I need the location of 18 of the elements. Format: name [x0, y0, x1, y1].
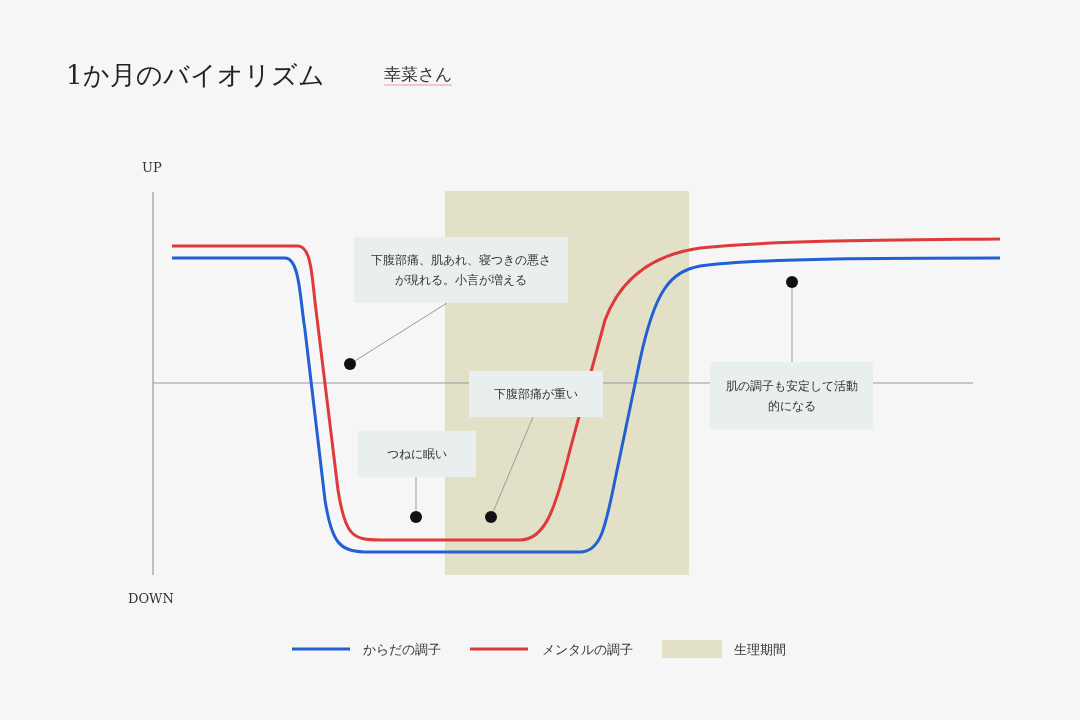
leader-line: [415, 476, 417, 512]
subtitle: 幸菜さん: [384, 64, 452, 86]
legend-label: からだの調子: [363, 641, 441, 659]
callout-box: 下腹部痛が重い: [469, 371, 603, 417]
leader-line: [354, 302, 448, 362]
callout-box: 肌の調子も安定して活動的になる: [710, 362, 873, 429]
leader-line: [492, 416, 534, 512]
marker-dot: [786, 276, 798, 288]
callout-box: 下腹部痛、肌あれ、寝つきの悪さが現れる。小言が増える: [354, 237, 568, 303]
marker-dot: [344, 358, 356, 370]
marker-dot: [410, 511, 422, 523]
callout-box: つねに眠い: [358, 431, 476, 477]
axis-label: DOWN: [128, 591, 174, 606]
legend-label: メンタルの調子: [542, 641, 633, 659]
legend-label: 生理期間: [734, 641, 786, 659]
axis-label: UP: [142, 160, 162, 175]
leader-line: [791, 287, 793, 363]
title: 1か月のバイオリズム: [66, 59, 325, 92]
